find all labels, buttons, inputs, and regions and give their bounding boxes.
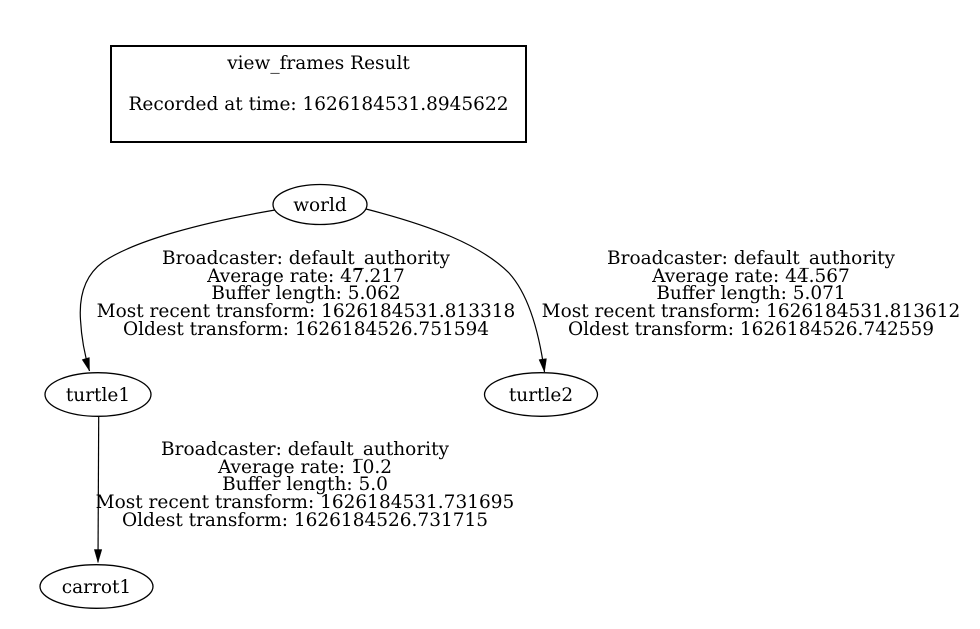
- average-rate-line: Average rate: 47.217: [207, 265, 405, 287]
- oldest-line: Oldest transform: 1626184526.731715: [121, 509, 489, 531]
- edge-label-world-turtle2: Broadcaster: default_authority Average r…: [536, 248, 966, 340]
- oldest-line: Oldest transform: 1626184526.751594: [122, 318, 490, 340]
- node-turtle1-ellipse: [44, 372, 152, 417]
- buffer-length-line: Buffer length: 5.0: [222, 474, 388, 496]
- buffer-length-line: Buffer length: 5.062: [211, 283, 401, 305]
- broadcaster-line: Broadcaster: default_authority: [607, 248, 895, 269]
- node-world-label: world: [293, 195, 347, 216]
- most-recent-line: Most recent transform: 1626184531.731695: [95, 492, 515, 514]
- node-turtle2-label: turtle2: [509, 385, 573, 406]
- node-turtle2-ellipse: [483, 372, 599, 417]
- node-carrot1-ellipse: [39, 564, 154, 609]
- diagram-title: view_frames Result: [227, 53, 410, 74]
- most-recent-line: Most recent transform: 1626184531.813318: [96, 301, 516, 323]
- buffer-length-line: Buffer length: 5.071: [656, 283, 846, 305]
- most-recent-line: Most recent transform: 1626184531.813612: [541, 301, 961, 323]
- broadcaster-line: Broadcaster: default_authority: [162, 248, 450, 269]
- node-turtle1-label: turtle1: [66, 385, 130, 406]
- edge-turtle1-carrot1: [98, 416, 99, 563]
- result-title-box: view_frames Result Recorded at time: 162…: [110, 45, 527, 143]
- edge-world-turtle2: [365, 208, 545, 372]
- edge-label-world-turtle1: Broadcaster: default_authority Average r…: [91, 248, 521, 340]
- oldest-line: Oldest transform: 1626184526.742559: [567, 318, 935, 340]
- node-carrot1-label: carrot1: [62, 577, 131, 598]
- recorded-time-text: Recorded at time: 1626184531.8945622: [128, 94, 509, 115]
- edge-label-turtle1-carrot1: Broadcaster: default_authority Average r…: [90, 439, 520, 531]
- edge-world-turtle1: [79, 209, 276, 371]
- broadcaster-line: Broadcaster: default_authority: [161, 439, 449, 460]
- node-world-ellipse: [272, 183, 368, 226]
- average-rate-line: Average rate: 44.567: [652, 265, 850, 287]
- average-rate-line: Average rate: 10.2: [217, 456, 393, 478]
